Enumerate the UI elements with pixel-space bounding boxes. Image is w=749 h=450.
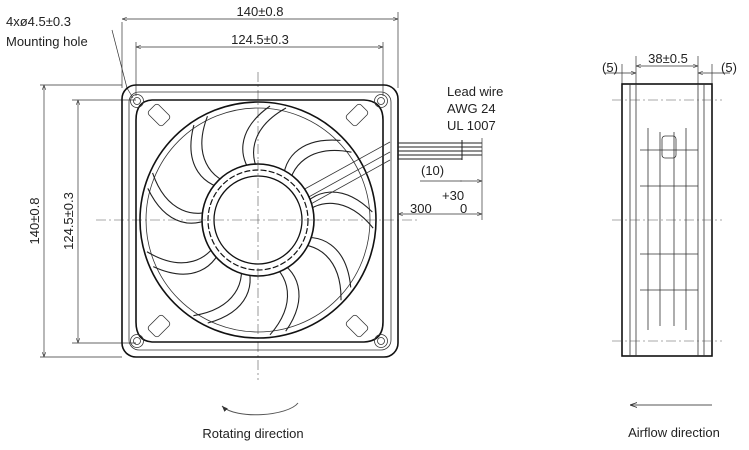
airflow-caption: Airflow direction [628,425,720,440]
fan-bore [139,101,377,339]
wire-length: 300 [410,201,432,216]
hole-pitch-height: 124.5±0.3 [61,192,76,250]
side-ribs [640,128,698,330]
mounting-holes [130,94,388,348]
side-right-offset: (5) [721,60,737,75]
wire-tol-plus: +30 [442,188,464,203]
hole-leader-line [111,29,134,99]
lead-wires [397,138,483,220]
rotation-arrow-icon [221,402,299,416]
strip-length: (10) [421,163,444,178]
fan-frame [121,84,399,358]
outer-width: 140±0.8 [237,4,284,19]
hole-spec: 4xø4.5±0.3 [6,14,71,29]
lead-wire-awg: AWG 24 [447,101,496,116]
side-left-offset: (5) [602,60,618,75]
lead-wire-title: Lead wire [447,84,503,99]
rotating-caption: Rotating direction [202,426,303,441]
side-view: 38±0.5 (5) (5) Airflow direction [602,51,737,440]
lead-wire-ul: UL 1007 [447,118,496,133]
wire-tol-minus: 0 [460,201,467,216]
wire-channel [291,141,391,211]
front-view: 4xø4.5±0.3 Mounting hole 140±0.8 124.5±0… [6,4,503,441]
side-depth: 38±0.5 [648,51,688,66]
outer-height: 140±0.8 [27,198,42,245]
hole-label: Mounting hole [6,34,88,49]
hole-pitch-width: 124.5±0.3 [231,32,289,47]
